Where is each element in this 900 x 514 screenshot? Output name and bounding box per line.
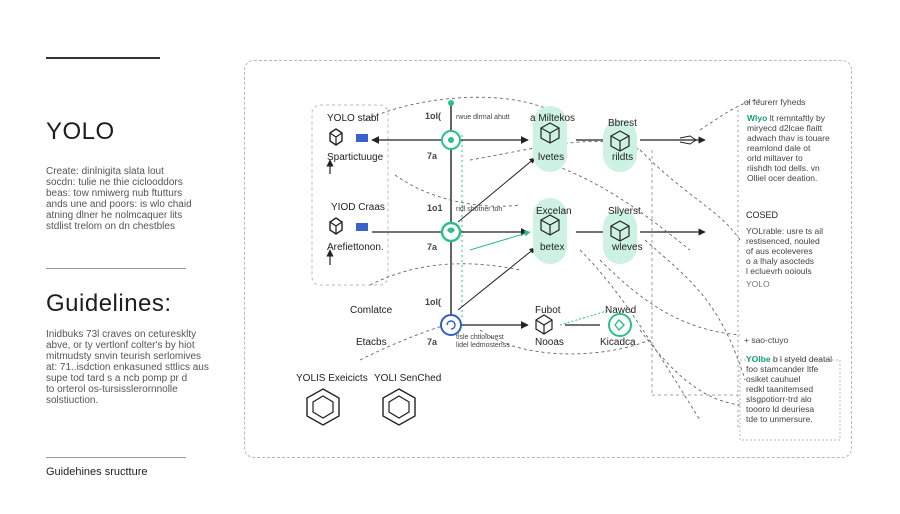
- hub-1-mini-text: rwue dlrmal ahutt: [456, 114, 510, 121]
- guidelines-heading: Guidelines:: [46, 290, 172, 317]
- dashed-guides: [651, 110, 739, 430]
- diag-arrow: [457, 157, 536, 223]
- blue-flag-icon: [356, 223, 368, 231]
- blue-flag-icon: [356, 134, 368, 142]
- left-node-2-top-label: YIOD Craas: [331, 202, 385, 213]
- diag-arrow: [457, 247, 536, 311]
- right-node-2-top: Sllyerst: [608, 206, 641, 217]
- hub-2-sub: 7a: [427, 242, 438, 252]
- top-rule: [46, 57, 160, 59]
- note-1-highlight: Wlyo: [747, 113, 768, 123]
- hub-3-mini-text: tlsle chtloiouest lidel ledmostenss: [456, 334, 510, 349]
- hub-core: [448, 137, 454, 143]
- mid-node-1-bottom: lvetes: [538, 152, 565, 163]
- note-1-body: Wlyo lt remntaftly by miryecd d2lcae fla…: [747, 113, 830, 183]
- hub-3-label: 1ol(: [425, 297, 442, 307]
- green-arrow: [469, 230, 531, 251]
- hub-node-blue: [440, 314, 462, 336]
- dashed-curves: [359, 96, 761, 421]
- section-divider: [46, 268, 186, 269]
- hub-1-label: 1ol(: [425, 111, 442, 121]
- node-box-icon: [329, 128, 343, 146]
- green-dashed-edge: [559, 309, 611, 326]
- left-node-1-bottom-label: Spartictuuge: [327, 152, 384, 163]
- hub-2-label: 1o1: [427, 203, 443, 213]
- note-2-text: YOLrable: usre ts ail restisenced, noule…: [746, 226, 824, 276]
- hub-3-sub: 7a: [427, 337, 438, 347]
- note-1-text: lt remntaftly by miryecd d2lcae flaitt a…: [747, 113, 830, 183]
- note-2-heading: COSED: [746, 210, 779, 220]
- left-bottom-top-label: Comlatce: [350, 305, 393, 316]
- node-circle-icon: [614, 318, 625, 332]
- right-node-3-top: Nawed: [605, 305, 637, 316]
- diagram-panel: [244, 60, 852, 458]
- note-4-body: YOlbe b l styeld deatal foo stamcander l…: [746, 354, 832, 424]
- mid-node-2-top: Excelan: [536, 206, 572, 217]
- note-box: [739, 359, 841, 441]
- mid-node-3-top: Fubot: [535, 305, 561, 316]
- cube-icon: [610, 220, 630, 242]
- hexagon-1-label: YOLIS Exeicicts: [296, 373, 368, 384]
- intro-text: Create: dinlnigita slata lout socdn: tul…: [46, 166, 192, 232]
- guidelines-text: Inidbuks 73l craves on ceturesklty abve,…: [46, 329, 209, 406]
- right-node-3-bottom: Kicadca: [600, 337, 636, 348]
- mid-node-1-top: a Miltekos: [530, 113, 576, 124]
- note-4-highlight: YOlbe: [746, 354, 771, 364]
- hub-1-sub: 7a: [427, 151, 438, 161]
- mid-node-3-bottom: Nooas: [535, 337, 564, 348]
- hexagon-2-label: YOLI SenChed: [374, 373, 442, 384]
- cube-icon: [540, 214, 560, 236]
- note-4-text: b l styeld deatal foo stamcander ltfe os…: [746, 354, 833, 424]
- note-3-heading: YOLO: [746, 279, 770, 289]
- refresh-icon: [446, 320, 456, 330]
- cube-icon: [610, 130, 630, 152]
- cube-icon: [540, 122, 560, 144]
- right-node-1-top: Bbrest: [608, 118, 637, 129]
- note-4-heading: + sao-ctuyo: [744, 335, 789, 345]
- node-circle-green: [608, 313, 632, 337]
- hub-2-mini-text: ridl shotner ton: [456, 206, 503, 213]
- hexagon-icon: [382, 388, 416, 426]
- note-1-heading: ol feurerr fyheds: [744, 97, 806, 107]
- mid-node-2-bottom: betex: [540, 242, 565, 253]
- right-node-1-bottom: rildts: [612, 152, 634, 163]
- left-node-group: [311, 104, 389, 286]
- hexagon-icon: [306, 388, 340, 426]
- cube-icon: [535, 314, 553, 335]
- page-title: YOLO: [46, 118, 115, 145]
- left-bottom-bottom-label: Etacbs: [356, 337, 387, 348]
- footer-divider: [46, 457, 186, 458]
- left-node-2-bottom-label: Arefiettonon.: [327, 242, 384, 253]
- heart-icon: [447, 227, 455, 233]
- right-node-2-bottom: wleves: [612, 242, 643, 253]
- node-box-icon: [329, 217, 343, 235]
- connector-handle-icon: [679, 135, 697, 145]
- left-node-1-top-label: YOLO stabl: [327, 113, 379, 124]
- footer-label: Guidehines sructture: [46, 466, 148, 478]
- spine-dot: [448, 100, 454, 106]
